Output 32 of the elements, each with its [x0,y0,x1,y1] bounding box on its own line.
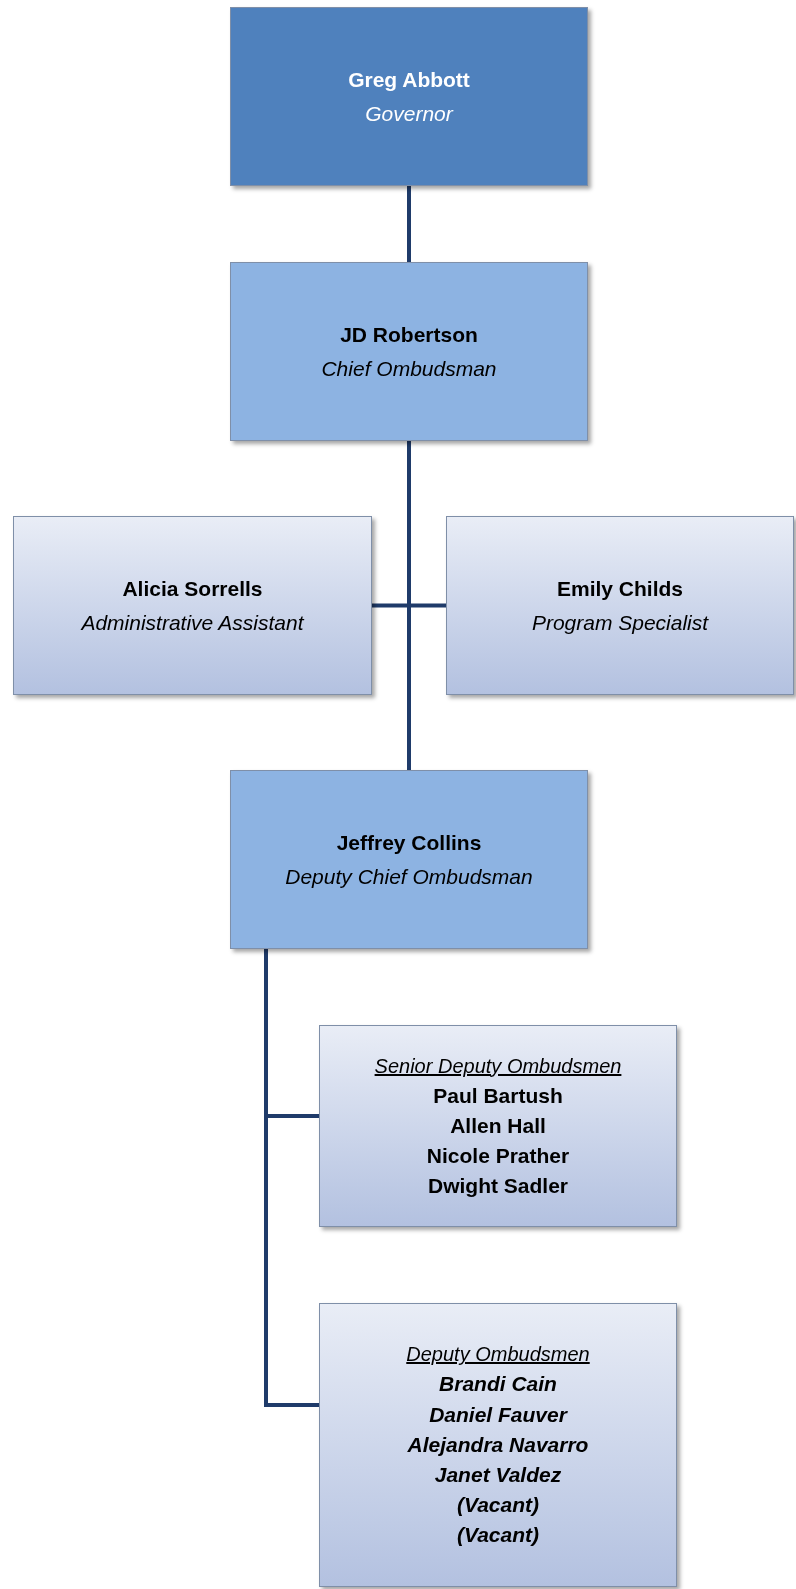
name-text: Greg Abbott [348,67,470,93]
name-text: (Vacant) [456,1522,540,1548]
group-heading: Deputy Ombudsmen [406,1342,590,1367]
title-text: Deputy Chief Ombudsman [285,863,533,889]
name-text: Allen Hall [450,1112,546,1138]
name-text: Dwight Sadler [428,1173,568,1199]
name-text: Alicia Sorrells [122,576,263,602]
org-box [446,516,794,695]
name-text: JD Robertson [340,322,478,348]
org-box [230,7,588,186]
title-text: Governor [365,100,453,126]
connector-line [264,949,319,1407]
connector-line [407,186,411,262]
name-text: Janet Valdez [434,1462,562,1488]
org-box [230,262,588,441]
name-text: Paul Bartush [433,1082,563,1108]
org-box [319,1025,677,1227]
title-text: Program Specialist [531,609,709,635]
name-text: Nicole Prather [426,1143,570,1169]
connector-line [407,441,411,770]
org-box [230,770,588,949]
name-text: Daniel Fauver [429,1401,567,1427]
title-text: Chief Ombudsman [321,355,497,381]
name-text: (Vacant) [456,1492,540,1518]
name-text: Brandi Cain [439,1371,557,1397]
name-text: Jeffrey Collins [336,830,482,856]
group-heading: Senior Deputy Ombudsmen [374,1053,622,1078]
name-text: Alejandra Navarro [407,1431,589,1457]
org-box [319,1303,677,1587]
title-text: Administrative Assistant [81,609,304,635]
name-text: Emily Childs [557,576,683,602]
org-box [13,516,372,695]
